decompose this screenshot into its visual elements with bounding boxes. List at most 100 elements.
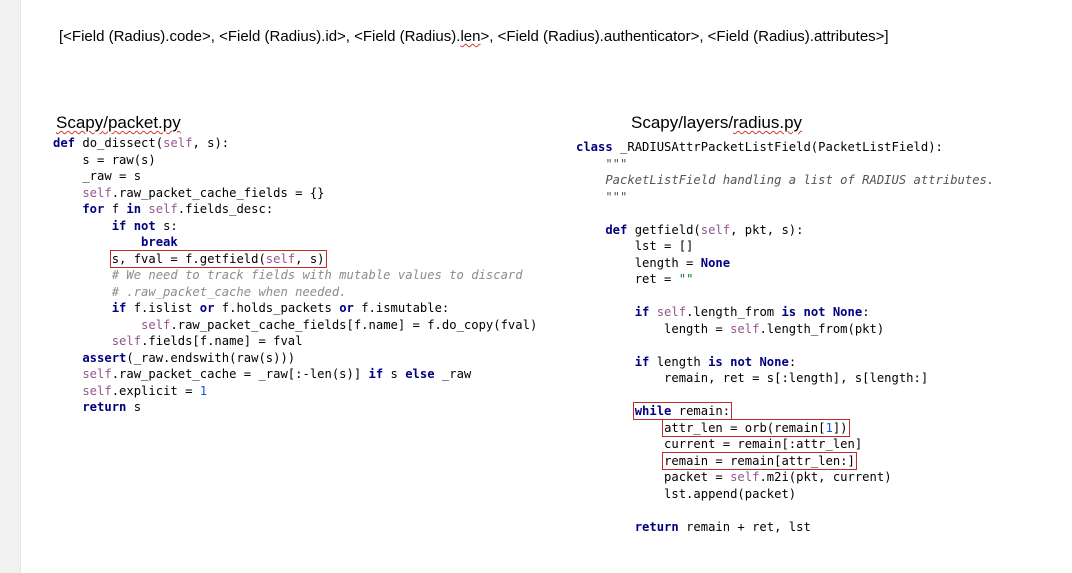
code-line: # .raw_packet_cache when needed. (53, 284, 537, 301)
radius-title-file: radius.py (733, 113, 803, 132)
code-line: s, fval = f.getfield(self, s) (53, 249, 537, 268)
code-line: attr_len = orb(remain[1]) (576, 418, 994, 437)
code-line: if f.islist or f.holds_packets or f.ismu… (53, 301, 450, 315)
radius-py-code-block: class _RADIUSAttrPacketListField(PacketL… (576, 139, 994, 535)
highlighted-code: remain = remain[attr_len:] (662, 451, 857, 470)
code-token: def (576, 222, 635, 237)
packet-py-title: Scapy/packet.py (56, 113, 181, 133)
code-token: self (700, 222, 731, 237)
code-token: self (265, 251, 296, 266)
code-line: if length is not None: (576, 354, 797, 369)
code-line: remain, ret = s[:length], s[length:] (576, 371, 929, 385)
code-token: for (53, 202, 112, 216)
code-token: if (53, 301, 134, 315)
code-token: self (53, 367, 112, 381)
packet-title-path: /packet.py (103, 113, 181, 132)
code-token: "" (678, 272, 694, 286)
code-token: return (53, 400, 134, 414)
code-line: lst.append(packet) (576, 486, 797, 501)
code-line: _raw = s (53, 169, 142, 183)
fields-len-word: len (460, 28, 481, 45)
code-token: 1 (199, 383, 208, 398)
code-line: self.explicit = 1 (53, 383, 208, 398)
code-line: """ (576, 156, 994, 173)
code-line: for f in self.fields_desc: (53, 202, 274, 216)
code-line: current = remain[:attr_len] (576, 437, 863, 451)
radius-fields-list: [<Field (Radius).code>, <Field (Radius).… (59, 28, 889, 45)
code-line: length = None (576, 255, 731, 270)
code-line: if self.length_from is not None: (576, 305, 870, 319)
code-token: self (53, 185, 112, 200)
code-line: self.raw_packet_cache_fields[f.name] = f… (53, 317, 538, 332)
code-line: def do_dissect(self, s): (53, 136, 230, 150)
code-token: if not (53, 218, 164, 233)
code-line: self.fields[f.name] = fval (53, 334, 303, 348)
code-line: while remain: (576, 402, 994, 420)
code-token: assert (53, 350, 127, 365)
code-line (576, 288, 994, 305)
code-line: lst = [] (576, 239, 694, 253)
code-token: break (53, 235, 178, 249)
code-token: while (634, 404, 679, 418)
code-token: self (163, 136, 193, 150)
fields-prefix: [<Field (Radius).code>, <Field (Radius).… (59, 28, 461, 45)
code-token: or (199, 301, 222, 315)
code-token: self (730, 470, 760, 484)
highlighted-code: while remain: (632, 402, 733, 420)
code-line: break (53, 234, 537, 251)
code-token: # We need to track fields with mutable v… (53, 268, 523, 282)
code-token: """ (576, 156, 628, 171)
code-line (576, 502, 994, 519)
code-token: return (576, 519, 687, 534)
highlighted-code: attr_len = orb(remain[1]) (662, 418, 850, 437)
code-line: return remain + ret, lst (576, 519, 811, 534)
code-token: class (576, 140, 621, 154)
code-token: if (368, 367, 391, 381)
code-token: PacketListField handling a list of RADIU… (576, 173, 995, 187)
code-token: in (126, 202, 149, 216)
code-token: self (656, 305, 687, 319)
code-line: PacketListField handling a list of RADIU… (576, 172, 994, 189)
code-token: """ (576, 189, 628, 204)
radius-py-title: Scapy/layers/radius.py (631, 113, 802, 133)
code-line: remain = remain[attr_len:] (576, 451, 994, 470)
code-token: is not None (781, 305, 863, 319)
code-line: ret = "" (576, 272, 694, 286)
code-token: def (53, 136, 83, 150)
code-token: self (53, 383, 112, 398)
code-line: """ (576, 189, 994, 206)
highlighted-code: s, fval = f.getfield(self, s) (109, 249, 327, 268)
radius-title-scapy: Scapy (631, 113, 679, 132)
code-line: self.raw_packet_cache = _raw[:-len(s)] i… (53, 367, 472, 381)
code-line: return s (53, 400, 142, 414)
code-token: or (339, 301, 362, 315)
code-token: if (576, 354, 657, 369)
packet-title-scapy: Scapy (56, 113, 104, 132)
code-token: self (730, 321, 760, 336)
code-line: def getfield(self, pkt, s): (576, 222, 804, 237)
packet-py-code-block: def do_dissect(self, s): s = raw(s) _raw… (53, 135, 537, 416)
code-token: if (576, 305, 657, 319)
code-line: length = self.length_from(pkt) (576, 321, 885, 336)
left-margin-gutter (0, 0, 21, 573)
code-token: self (53, 317, 171, 332)
code-token: self (53, 334, 142, 348)
code-token: # .raw_packet_cache when needed. (53, 284, 347, 299)
code-token: 1 (825, 420, 833, 435)
code-line: assert(_raw.endswith(raw(s))) (53, 350, 296, 365)
code-token: is not None (708, 354, 789, 369)
code-line: class _RADIUSAttrPacketListField(PacketL… (576, 140, 943, 154)
code-token: self (148, 202, 178, 216)
code-line (576, 387, 994, 404)
code-line (576, 205, 994, 222)
code-token: None (700, 255, 731, 270)
code-line (576, 337, 994, 354)
code-token: else (405, 367, 442, 381)
code-line: self.raw_packet_cache_fields = {} (53, 185, 325, 200)
fields-suffix: >, <Field (Radius).authenticator>, <Fiel… (480, 28, 889, 45)
code-line: s = raw(s) (53, 152, 156, 167)
code-line: packet = self.m2i(pkt, current) (576, 470, 892, 484)
code-line: # We need to track fields with mutable v… (53, 267, 537, 284)
code-line: if not s: (53, 218, 178, 233)
radius-title-layers: /layers/ (678, 113, 734, 132)
